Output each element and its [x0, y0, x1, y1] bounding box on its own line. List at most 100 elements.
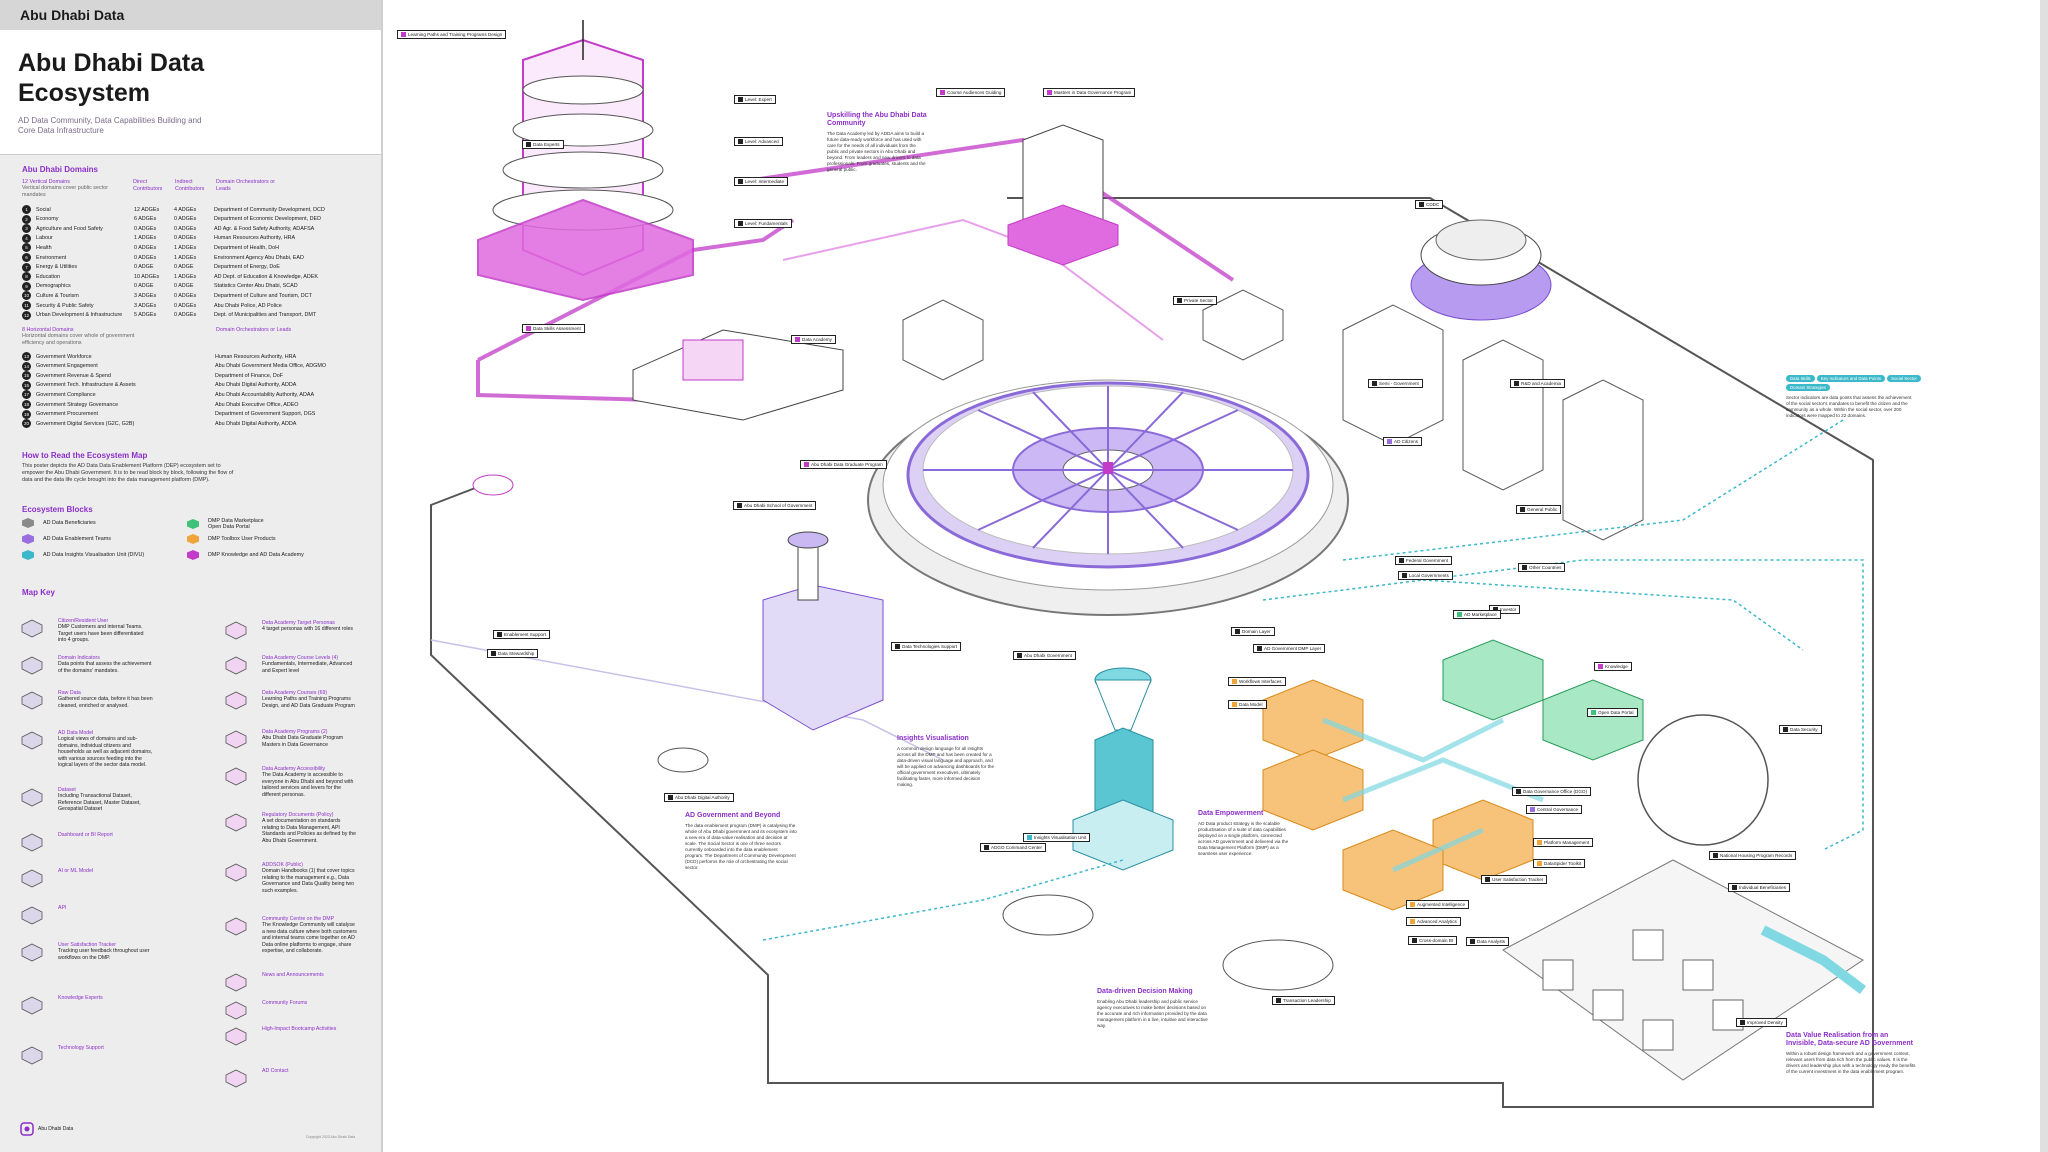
map-label-text: Cross-domain BI	[1419, 938, 1454, 943]
map-label-text: Masters in Data Governance Program	[1054, 90, 1132, 95]
footer-logo: Abu Dhabi Data	[20, 1122, 73, 1136]
map-label-text: Data Model	[1239, 702, 1263, 707]
empower-title: Data Empowerment	[1198, 810, 1264, 817]
map-key-icon	[20, 618, 44, 638]
label-color-marker	[526, 326, 531, 332]
map-label-text: Other Countries	[1529, 565, 1562, 570]
domain-owner: Department of Finance, DoF	[215, 372, 284, 379]
map-key-item: Dashboard or BI Report	[58, 832, 153, 838]
label-color-marker	[1537, 861, 1542, 867]
map-key-title: News and Announcements	[262, 972, 324, 978]
digital-authority-platform	[657, 747, 709, 773]
domain-number: 7	[22, 262, 31, 272]
ad-data-logo-icon	[20, 1122, 34, 1136]
domain-direct: 0 ADGEs	[134, 225, 157, 232]
map-label: Course Audiences Guiding	[936, 88, 1006, 98]
map-label: AD Citizens	[1383, 437, 1422, 447]
upskilling-title: Upskilling the Abu Dhabi Data Community	[827, 112, 927, 127]
label-color-marker	[1522, 565, 1527, 571]
map-label: Abu Dhabi Data Graduate Program	[800, 460, 887, 470]
vertical-heading: 12 Vertical Domains	[22, 179, 70, 185]
label-color-marker	[1402, 573, 1407, 579]
map-label: Open Data Portal	[1587, 708, 1638, 718]
map-label: Domain Layer	[1231, 627, 1275, 637]
domain-number: 12	[22, 310, 31, 320]
domain-name: Energy & Utilities	[36, 264, 78, 271]
map-key-text: Domain Handbooks (1) that cover topics r…	[262, 868, 355, 894]
map-label-text: Abu Dhabi Data Graduate Program	[811, 462, 883, 467]
domain-direct: 0 ADGEs	[134, 244, 157, 251]
cddc-stadium	[1410, 219, 1552, 321]
domain-indirect: 0 ADGEs	[174, 216, 197, 223]
map-label-text: Workflows Interfaces	[1239, 679, 1282, 684]
block-label: AD Data Beneficiaries	[43, 520, 96, 526]
map-label-text: Advanced Analytics	[1417, 919, 1457, 924]
domain-name: Education	[36, 273, 60, 280]
label-color-marker	[1591, 710, 1596, 716]
domain-owner: Dept. of Municipalities and Transport, D…	[214, 312, 317, 319]
map-key-title: Dashboard or BI Report	[58, 832, 113, 838]
map-label: Central Governance	[1526, 805, 1583, 815]
label-color-marker	[1530, 807, 1535, 813]
label-color-marker	[1537, 840, 1542, 846]
domain-direct: 10 ADGEs	[134, 273, 160, 280]
domain-indirect: 4 ADGEs	[174, 206, 197, 213]
map-label-text: Course Audiences Guiding	[947, 90, 1002, 95]
domain-name: Labour	[36, 235, 53, 242]
label-color-marker	[1470, 939, 1475, 945]
domain-name: Social	[36, 206, 51, 213]
ecosystem-block-item: DMP Knowledge and AD Data Academy	[187, 550, 337, 560]
ecosystem-map: Learning Paths and Training Programs Des…	[383, 0, 2048, 1152]
value-title: Data Value Realisation from an Invisible…	[1786, 1032, 1913, 1047]
map-label-text: Data Stewardship	[498, 651, 535, 656]
page-subtitle: AD Data Community, Data Capabilities Bui…	[18, 116, 202, 135]
map-key-text: The Data Academy is accessible to everyo…	[262, 772, 354, 798]
ecosystem-illustration	[430, 20, 1874, 1108]
domain-direct: 12 ADGEs	[134, 206, 160, 213]
brand-name: Abu Dhabi Data	[20, 7, 125, 23]
label-color-marker	[1372, 381, 1377, 387]
map-label-text: Improved Density	[1747, 1020, 1783, 1025]
adgov-text: The data enablement program (DMP) is cat…	[685, 823, 797, 870]
map-label-text: National Housing Program Records	[1720, 853, 1793, 858]
city-district	[1502, 859, 1866, 1081]
domain-indirect: 1 ADGEs	[174, 244, 197, 251]
howto-heading-text: How to Read the Ecosystem Map	[22, 451, 148, 460]
label-color-marker	[738, 179, 743, 185]
map-label-text: Individual Beneficiaries	[1739, 885, 1786, 890]
domain-indirect: 0 ADGEs	[174, 292, 197, 299]
label-color-marker	[737, 503, 742, 509]
domain-name: Government Tech. Infrastructure & Assets	[36, 382, 136, 389]
domain-number: 20	[22, 419, 31, 429]
map-label-text: User Satisfaction Tracker	[1492, 877, 1544, 882]
domain-name: Health	[36, 244, 52, 251]
map-label-text: Open Data Portal	[1598, 710, 1634, 715]
value-block: Data Value Realisation from an Invisible…	[1786, 1032, 1916, 1075]
domain-owner: Department of Economic Development, DED	[214, 216, 321, 223]
label-color-marker	[1232, 702, 1237, 708]
domain-owner: Abu Dhabi Police, AD Police	[214, 302, 282, 309]
sector-text: Sector indicators are data points that a…	[1786, 395, 1912, 418]
graduate-stage	[632, 329, 844, 421]
map-key-item: Data Academy Courses (69)Learning Paths …	[262, 690, 357, 709]
map-label-text: Data Analysts	[1477, 939, 1506, 944]
mapkey-heading: Map Key	[22, 588, 55, 597]
gov-lane-left	[430, 639, 944, 761]
map-key-icon	[224, 862, 248, 882]
map-label: Abu Dhabi School of Government	[733, 501, 817, 511]
block-cube-icon	[187, 519, 199, 529]
block-label: DMP Knowledge and AD Data Academy	[208, 552, 304, 558]
command-center-platform	[1002, 894, 1094, 936]
map-key-title: Domain Indicators	[58, 655, 100, 661]
map-label: Platform Management	[1533, 838, 1594, 848]
label-color-marker	[1514, 381, 1519, 387]
label-color-marker	[1485, 877, 1490, 883]
